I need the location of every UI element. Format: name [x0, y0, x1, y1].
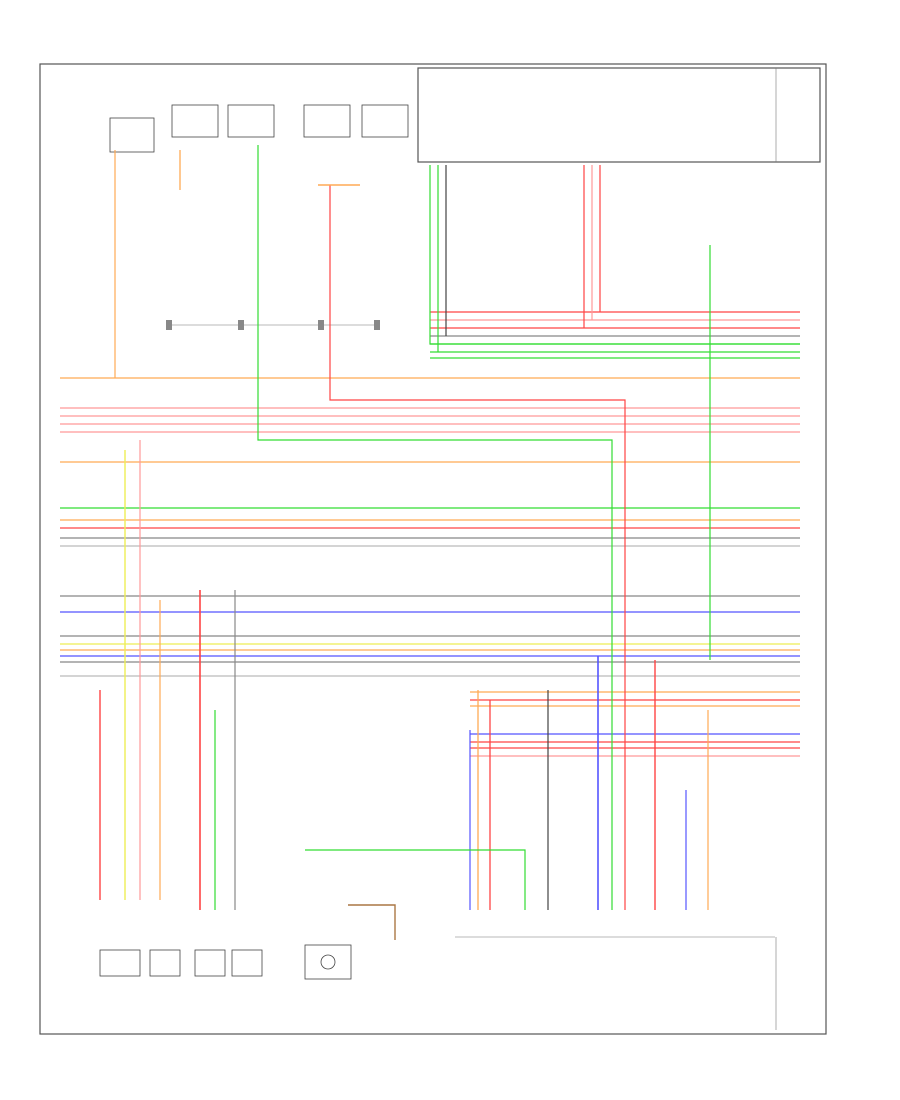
switch-2: [227, 104, 275, 138]
bottom-sensor-4: [231, 949, 263, 977]
wires: [60, 145, 800, 940]
green-vert: [429, 165, 800, 345]
bottom-sensor-3: [194, 949, 226, 977]
red-route: [329, 185, 626, 910]
bottom-components: [99, 936, 777, 1030]
switch-1: [171, 104, 219, 138]
top-left-module: [109, 117, 155, 153]
ground-junctions: [166, 320, 380, 330]
diagram-frame: [39, 63, 827, 1035]
green-bottom: [305, 849, 526, 910]
right-module-box: [417, 67, 821, 163]
top-left-components: [109, 104, 409, 153]
green-route: [257, 145, 613, 910]
brown-wire: [348, 904, 396, 940]
switch-4: [361, 104, 409, 138]
bottom-sensor-2: [149, 949, 181, 977]
switch-3: [303, 104, 351, 138]
bottom-sensor-1: [99, 949, 141, 977]
motor-icon: [320, 954, 336, 970]
bottom-motor: [304, 944, 352, 980]
